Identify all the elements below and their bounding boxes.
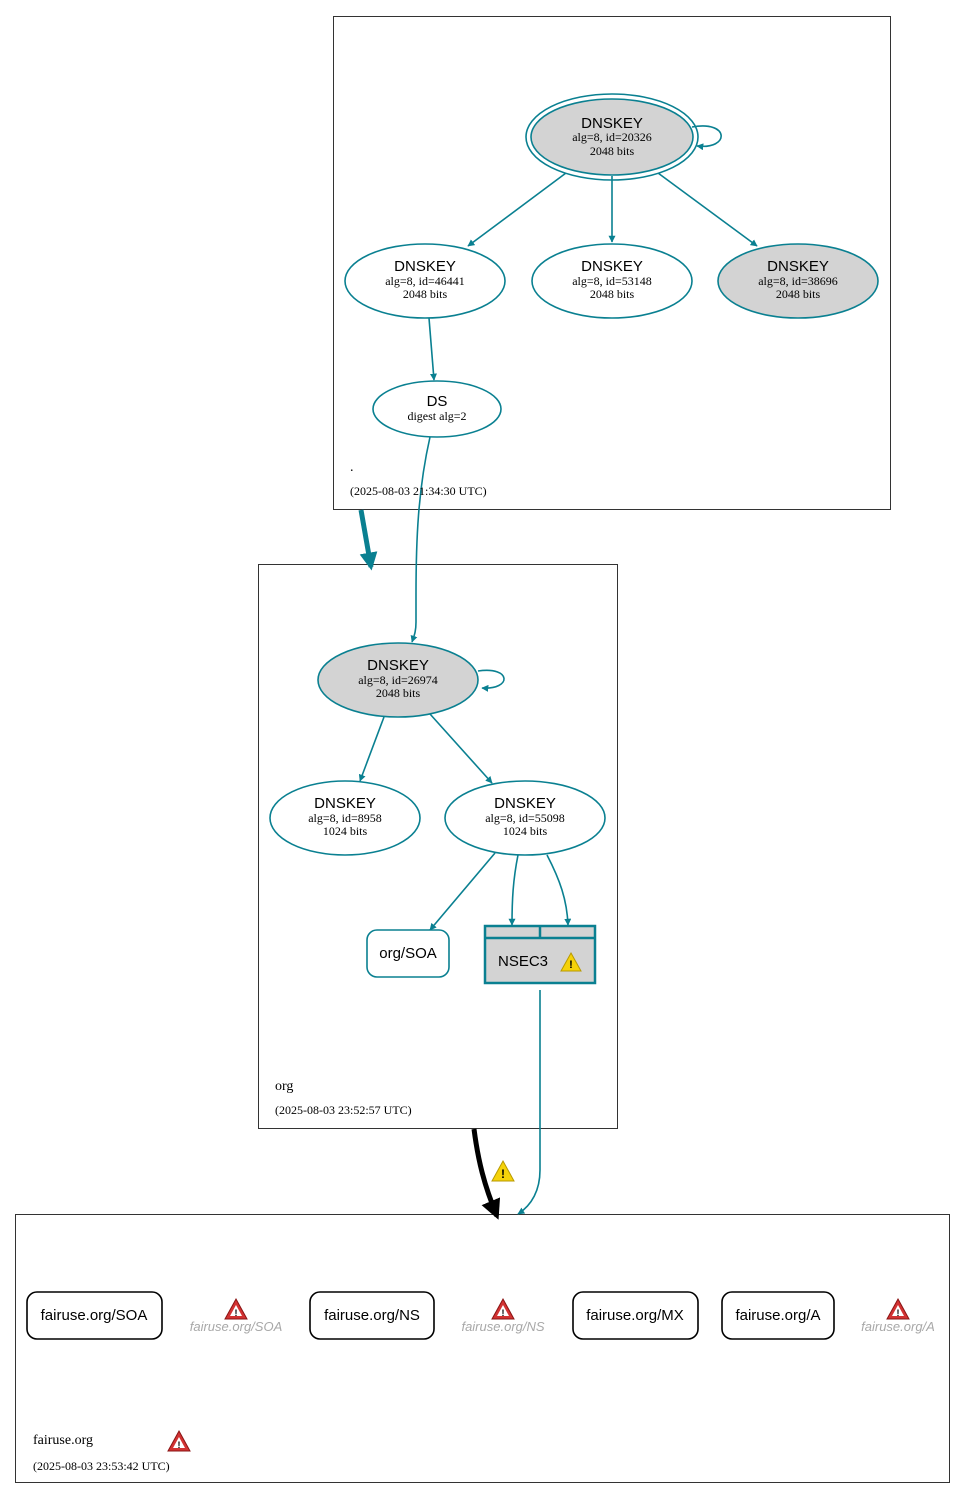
edge-org-ksk-zsk1 [358,716,385,782]
node-line1: alg=8, id=55098 [485,811,565,825]
svg-text:!: ! [178,1440,181,1450]
node-line2: 2048 bits [376,686,421,700]
record-soa-missing[interactable]: ! fairuse.org/SOA [190,1297,283,1334]
zone-org-name: org [275,1079,293,1094]
edge-root-ksk-zsk3 [657,172,758,247]
edge-root-ksk-self [691,125,722,151]
node-line1: alg=8, id=53148 [572,274,652,288]
node-line1: digest alg=2 [407,409,466,423]
record-label: fairuse.org/A [861,1319,935,1334]
record-label: fairuse.org/NS [324,1307,420,1324]
warning-icon[interactable]: ! [491,1159,515,1182]
node-title: DNSKEY [494,795,556,812]
edge-org-zsk2-nsec3-a [508,854,519,926]
edge-org-zsk2-nsec3-b [546,854,572,926]
node-line2: 2048 bits [403,287,448,301]
zone-fairuse-box [15,1214,950,1483]
node-line2: 1024 bits [323,824,368,838]
record-ns-missing[interactable]: ! fairuse.org/NS [461,1297,545,1334]
edge-delegation-root-org [358,509,378,571]
record-ns[interactable]: fairuse.org/NS [309,1291,435,1340]
node-line1: alg=8, id=26974 [358,673,438,687]
node-org-ksk[interactable]: DNSKEY alg=8, id=26974 2048 bits [317,642,479,718]
zone-fairuse-timestamp: (2025-08-03 23:53:42 UTC) [33,1459,170,1473]
record-soa[interactable]: fairuse.org/SOA [26,1291,163,1340]
node-root-zsk2[interactable]: DNSKEY alg=8, id=53148 2048 bits [531,243,693,319]
node-line1: alg=8, id=46441 [385,274,465,288]
node-root-zsk3[interactable]: DNSKEY alg=8, id=38696 2048 bits [717,243,879,319]
edge-org-ksk-self [477,669,505,692]
node-line2: 2048 bits [776,287,821,301]
record-label: fairuse.org/MX [586,1307,684,1324]
node-title: DNSKEY [367,657,429,674]
node-label: NSEC3 [498,953,548,970]
error-icon: ! [886,1297,910,1320]
node-title: DNSKEY [581,258,643,275]
edge-nsec3-fairuse [517,990,541,1215]
node-line2: 1024 bits [503,824,548,838]
node-org-zsk2[interactable]: DNSKEY alg=8, id=55098 1024 bits [444,780,606,856]
record-label: fairuse.org/SOA [41,1307,148,1324]
record-a-missing[interactable]: ! fairuse.org/A [861,1297,935,1334]
record-label: fairuse.org/NS [461,1319,544,1334]
svg-text:!: ! [897,1308,900,1318]
node-org-nsec3[interactable]: NSEC3 ! [483,924,597,985]
node-org-soa[interactable]: org/SOA [366,929,450,978]
error-icon: ! [224,1297,248,1320]
svg-text:!: ! [235,1308,238,1318]
node-org-zsk1[interactable]: DNSKEY alg=8, id=8958 1024 bits [269,780,421,856]
zone-fairuse-name: fairuse.org [33,1433,93,1448]
zone-org-timestamp: (2025-08-03 23:52:57 UTC) [275,1103,412,1117]
edge-delegation-org-fairuse [471,1128,501,1220]
edge-org-zsk2-soa [429,852,496,931]
node-line1: alg=8, id=8958 [308,811,382,825]
record-label: fairuse.org/A [735,1307,820,1324]
node-title: DNSKEY [767,258,829,275]
zone-org-box [258,564,618,1129]
record-label: fairuse.org/SOA [190,1319,283,1334]
node-label: org/SOA [379,945,437,962]
node-title: DS [427,393,448,410]
zone-root-name: . [350,460,354,475]
node-title: DNSKEY [394,258,456,275]
edge-org-ksk-zsk2 [429,713,493,784]
error-icon: ! [491,1297,515,1320]
edge-root-zsk1-ds [428,317,437,381]
zone-root-timestamp: (2025-08-03 21:34:30 UTC) [350,484,487,498]
svg-text:!: ! [502,1308,505,1318]
record-a[interactable]: fairuse.org/A [721,1291,835,1340]
node-title: DNSKEY [314,795,376,812]
zone-root-box [333,16,891,510]
node-line2: 2048 bits [590,144,635,158]
node-root-ds[interactable]: DS digest alg=2 [372,380,502,438]
edge-ds-org-ksk [410,436,431,643]
node-line2: 2048 bits [590,287,635,301]
node-root-zsk1[interactable]: DNSKEY alg=8, id=46441 2048 bits [344,243,506,319]
record-mx[interactable]: fairuse.org/MX [572,1291,699,1340]
error-icon[interactable]: ! [167,1429,191,1452]
node-line1: alg=8, id=20326 [572,130,652,144]
node-root-ksk[interactable]: DNSKEY alg=8, id=20326 2048 bits [525,93,699,181]
svg-text:!: ! [501,1167,505,1181]
node-title: DNSKEY [581,115,643,132]
node-line1: alg=8, id=38696 [758,274,838,288]
svg-text:!: ! [569,959,573,971]
edge-root-ksk-zsk1 [467,172,567,247]
warning-icon[interactable]: ! [560,951,582,972]
